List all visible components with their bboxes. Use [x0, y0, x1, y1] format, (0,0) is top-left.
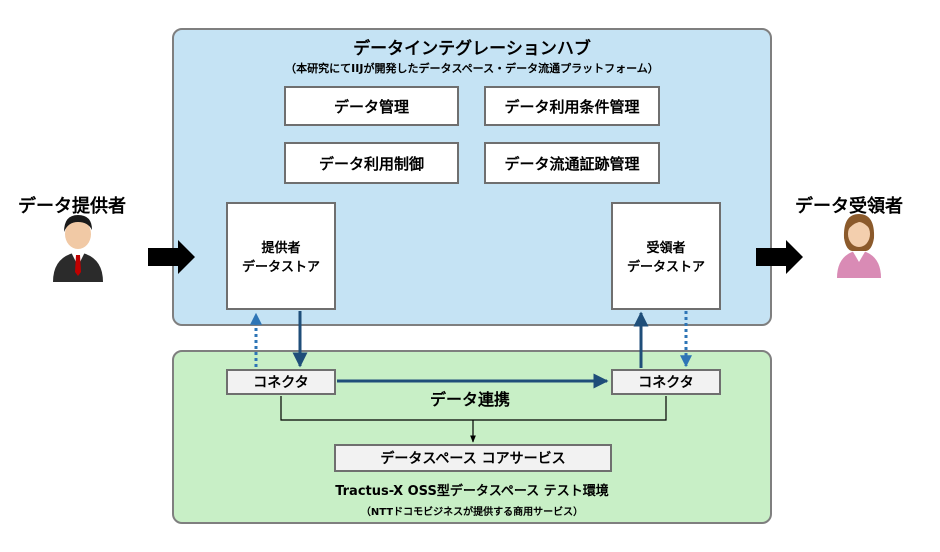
- businesswoman-avatar-icon: [837, 214, 881, 278]
- provider-data-store: 提供者 データストア: [226, 202, 336, 310]
- core-service-connection-lines: [280, 396, 667, 421]
- hub-subtitle: （本研究にてIIJが開発したデータスペース・データ流通プラットフォーム）: [285, 62, 659, 75]
- data-distribution-trail-management-box: データ流通証跡管理: [484, 142, 660, 184]
- receiver-label: データ受領者: [795, 196, 903, 217]
- data-usage-terms-management-box: データ利用条件管理: [484, 86, 660, 126]
- env-title: Tractus-X OSS型データスペース テスト環境: [335, 484, 609, 499]
- provider-store-line2: データストア: [241, 260, 320, 275]
- businessman-avatar-icon: [53, 215, 103, 282]
- data-management-box: データ管理: [284, 86, 459, 126]
- data-usage-control-box: データ利用制御: [284, 142, 459, 184]
- connector-right: コネクタ: [611, 369, 721, 395]
- provider-label: データ提供者: [18, 196, 126, 217]
- connector-left: コネクタ: [226, 369, 336, 395]
- env-subtitle: （NTTドコモビジネスが提供する商用サービス）: [360, 507, 584, 518]
- receiver-data-store: 受領者 データストア: [611, 202, 721, 310]
- provider-inflow-arrow: [148, 240, 195, 274]
- hub-title: データインテグレーションハブ: [353, 39, 591, 59]
- data-link-label: データ連携: [429, 390, 510, 409]
- provider-store-line1: 提供者: [261, 241, 301, 256]
- dataspace-core-service-box: データスペース コアサービス: [334, 444, 612, 472]
- receiver-store-line1: 受領者: [646, 241, 686, 256]
- receiver-store-line2: データストア: [626, 260, 705, 275]
- receiver-outflow-arrow: [756, 240, 803, 274]
